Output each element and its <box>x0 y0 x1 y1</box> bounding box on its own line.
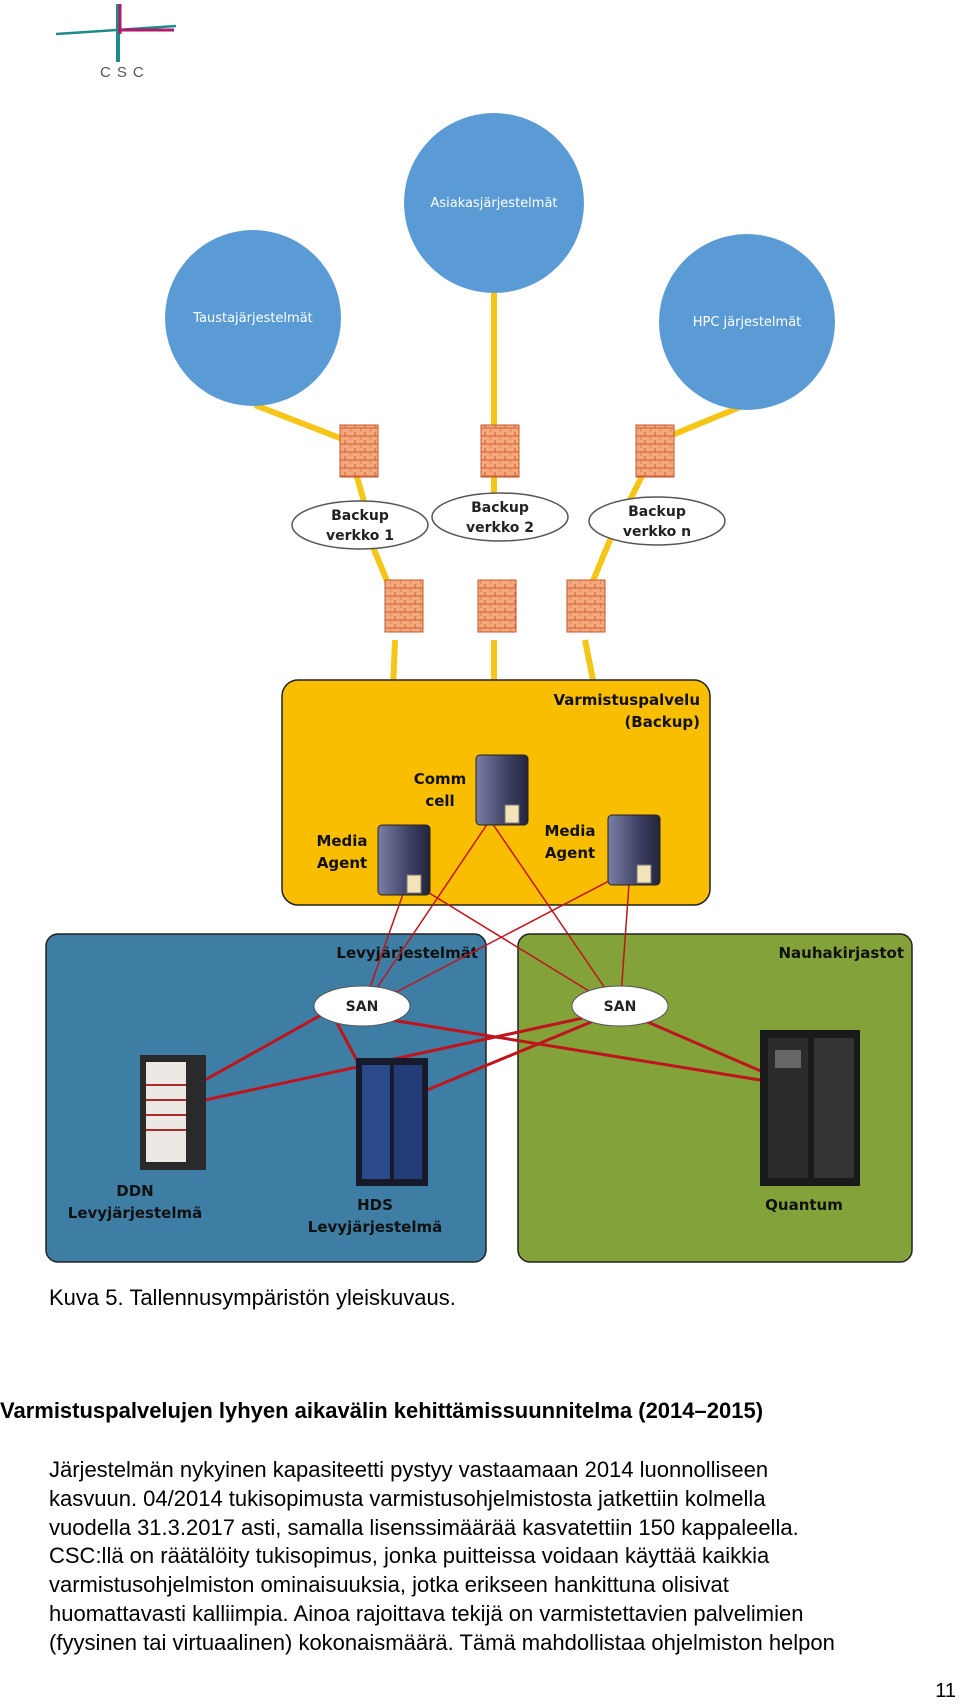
media-agent-right-server-icon <box>607 814 661 886</box>
node-tausta <box>165 230 341 406</box>
paragraph-line: varmistusohjelmiston ominaisuuksia, jotk… <box>49 1572 729 1598</box>
firewall-icon <box>339 424 379 478</box>
body-paragraph: Järjestelmän nykyinen kapasiteetti pysty… <box>49 1456 959 1658</box>
media-agent-right-line2: Agent <box>545 844 595 862</box>
storage-environment-diagram: Asiakasjärjestelmät Taustajärjestelmät H… <box>45 113 913 1263</box>
commcell-label-line1: Comm <box>414 770 467 788</box>
csc-logo-text: CSC <box>100 64 150 81</box>
hds-storage-icon <box>356 1058 428 1186</box>
san-left-cloud-icon <box>313 985 411 1027</box>
csc-logo <box>55 0 186 84</box>
network-n-line1: Backup <box>628 504 686 520</box>
figure-caption: Kuva 5. Tallennusympäristön yleiskuvaus. <box>49 1285 456 1310</box>
cloud-icon <box>291 500 429 550</box>
network-1-line1: Backup <box>331 508 389 524</box>
backup-box-title-line1: Varmistuspalvelu <box>553 691 700 709</box>
section-heading: Varmistuspalvelujen lyhyen aikavälin keh… <box>0 1398 764 1423</box>
media-agent-left-server-icon <box>377 824 431 896</box>
network-2-line2: verkko 2 <box>466 520 534 536</box>
paragraph-line: vuodella 31.3.2017 asti, samalla lisenss… <box>49 1514 799 1540</box>
node-asiakas-label: Asiakasjärjestelmät <box>430 196 557 211</box>
media-agent-left-line1: Media <box>316 832 367 850</box>
paragraph-line: CSC:llä on räätälöity tukisopimus, jonka… <box>49 1543 770 1569</box>
node-tausta-label: Taustajärjestelmät <box>192 311 313 326</box>
paragraph-line: huomattavasti kalliimpia. Ainoa rajoitta… <box>49 1600 804 1626</box>
media-agent-left-line2: Agent <box>317 854 367 872</box>
hds-label-line1: HDS <box>357 1196 393 1214</box>
firewall-icon <box>480 424 520 478</box>
link-tausta <box>253 402 347 443</box>
csc-logo-mark-icon <box>55 4 177 62</box>
paragraph-line: Järjestelmän nykyinen kapasiteetti pysty… <box>49 1457 769 1482</box>
commcell-label-line2: cell <box>425 792 454 810</box>
page-number: 11 <box>935 1680 956 1702</box>
network-2-line1: Backup <box>471 500 529 516</box>
cloud-icon <box>431 492 569 542</box>
node-hpc <box>659 234 835 410</box>
firewall-icon <box>384 579 424 633</box>
tape-box-title: Nauhakirjastot <box>778 944 904 962</box>
san-right-cloud-icon <box>571 985 669 1027</box>
ddn-storage-icon <box>140 1055 206 1170</box>
hds-label-line2: Levyjärjestelmä <box>308 1218 442 1236</box>
ddn-label-line1: DDN <box>116 1182 153 1200</box>
quantum-tape-library-icon <box>760 1030 860 1186</box>
ddn-label-line2: Levyjärjestelmä <box>68 1204 202 1222</box>
cloud-icon <box>588 496 726 546</box>
disk-box-title: Levyjärjestelmät <box>336 944 478 962</box>
san-right-label: SAN <box>604 999 637 1015</box>
san-left-label: SAN <box>346 999 379 1015</box>
paragraph-line: (fyysinen tai virtuaalinen) kokonaismäär… <box>49 1629 835 1655</box>
backup-box-title-line2: (Backup) <box>624 713 700 731</box>
firewall-icon <box>477 579 517 633</box>
firewall-icon <box>566 579 606 633</box>
commcell-server-icon <box>475 754 529 826</box>
node-asiakas <box>404 113 584 293</box>
quantum-label: Quantum <box>765 1196 843 1214</box>
paragraph-line: kasvuun. 04/2014 tukisopimusta varmistus… <box>49 1485 766 1511</box>
media-agent-right-line1: Media <box>544 822 595 840</box>
network-1-line2: verkko 1 <box>326 528 394 544</box>
network-n-line2: verkko n <box>623 524 691 540</box>
firewall-icon <box>635 424 675 478</box>
node-hpc-label: HPC järjestelmät <box>693 315 802 330</box>
